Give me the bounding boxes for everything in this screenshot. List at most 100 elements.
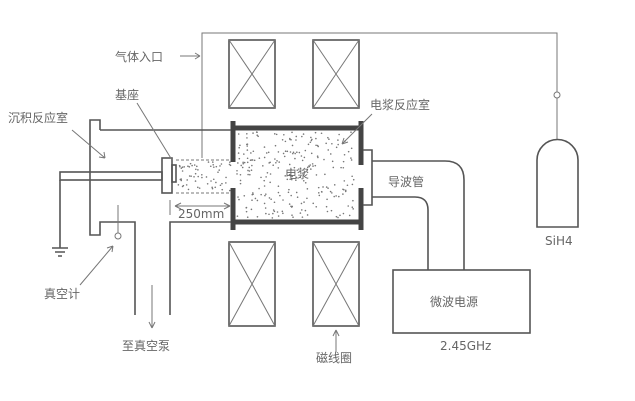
plasma-particle <box>182 184 185 187</box>
plasma-particle <box>292 151 295 154</box>
plasma-particle <box>301 135 303 138</box>
plasma-particle <box>238 198 240 201</box>
plasma-particle <box>188 166 191 168</box>
plasma-particle <box>247 173 249 176</box>
plasma-particle <box>351 183 354 186</box>
plasma-chamber-label: 电浆反应室 <box>370 97 430 112</box>
plasma-particle <box>276 211 279 213</box>
plasma-particle <box>237 196 239 198</box>
plasma-particle <box>289 178 291 181</box>
plasma-particle <box>286 178 289 181</box>
plasma-particle <box>250 152 252 154</box>
plasma-particle <box>212 161 214 163</box>
plasma-particle <box>274 144 277 147</box>
plasma-particle <box>284 150 287 152</box>
plasma-particle <box>177 184 180 186</box>
plasma-particle <box>290 205 292 208</box>
substrate-rod <box>59 171 163 181</box>
plasma-particle <box>293 166 296 169</box>
pump-arrow <box>148 285 156 329</box>
plasma-particle <box>201 176 203 179</box>
plasma-particle <box>257 135 259 138</box>
plasma-particle <box>309 164 312 166</box>
plasma-particle <box>300 155 303 157</box>
plasma-particle <box>270 198 272 200</box>
plasma-particle <box>315 174 318 176</box>
plasma-particle <box>263 202 266 205</box>
plasma-particle <box>304 209 307 212</box>
plasma-particle <box>333 184 336 186</box>
plasma-particle <box>265 152 268 154</box>
plasma-particle <box>304 149 307 152</box>
waveguide-label: 导波管 <box>388 174 424 189</box>
plasma-particle <box>342 166 345 169</box>
plasma-particle <box>214 186 217 189</box>
plasma-particle <box>245 210 248 213</box>
plasma-particle <box>317 145 320 148</box>
plasma-particle <box>236 215 239 217</box>
plasma-particle <box>304 181 307 184</box>
plasma-particle <box>308 165 310 167</box>
plasma-particle <box>237 152 240 154</box>
plasma-particle <box>331 160 334 163</box>
plasma-particle <box>248 170 251 172</box>
plasma-particle <box>271 217 274 219</box>
plasma-particle <box>303 201 305 203</box>
plasma-particle <box>250 208 253 211</box>
plasma-particle <box>275 133 278 136</box>
plasma-particle <box>312 202 315 205</box>
plasma-particle <box>286 150 289 153</box>
magnet-coil-label: 磁线圈 <box>316 350 352 365</box>
plasma-particle <box>219 165 221 167</box>
plasma-chamber <box>177 121 364 230</box>
plasma-particle <box>268 213 270 216</box>
plasma-particle <box>252 150 255 153</box>
plasma-particle <box>246 157 249 160</box>
plasma-particle <box>287 191 290 194</box>
plasma-particle <box>273 210 276 213</box>
plasma-particle <box>256 199 259 202</box>
plasma-particle <box>288 173 291 176</box>
plasma-particle <box>239 173 242 176</box>
plasma-particle <box>236 169 238 172</box>
plasma-particle <box>251 159 254 161</box>
magnet-coils <box>228 39 360 327</box>
plasma-particle <box>210 180 212 182</box>
plasma-chamber-arrow <box>341 113 373 145</box>
plasma-particle <box>306 169 309 171</box>
plasma-particle <box>198 187 201 189</box>
plasma-particle <box>314 131 317 134</box>
plasma-particle <box>340 166 342 169</box>
coil-top-left <box>228 39 276 109</box>
plasma-particle <box>296 151 298 154</box>
plasma-particle <box>290 178 293 181</box>
plasma-label: 电浆 <box>285 166 309 181</box>
plasma-particle <box>283 133 285 136</box>
plasma-particle <box>282 212 284 215</box>
plasma-particle <box>225 182 227 184</box>
plasma-particle <box>312 165 314 167</box>
plasma-particle <box>209 165 212 168</box>
plasma-particle <box>284 140 287 143</box>
plasma-particle <box>256 134 259 137</box>
plasma-particle <box>197 169 199 171</box>
plasma-particle <box>228 189 231 192</box>
plasma-particle <box>295 135 298 138</box>
plasma-particle <box>269 181 271 184</box>
microwave-source-label: 微波电源 <box>430 295 478 309</box>
plasma-particle <box>246 161 249 164</box>
plasma-particle <box>283 155 286 158</box>
plasma-particle <box>253 159 256 162</box>
plasma-particle <box>191 164 193 167</box>
plasma-particle <box>258 187 260 190</box>
plasma-particle <box>331 192 333 194</box>
plasma-particle <box>331 142 333 145</box>
plasma-particle <box>281 138 284 141</box>
plasma-particle <box>242 161 244 164</box>
plasma-particle <box>252 193 254 196</box>
plasma-particle <box>241 166 244 169</box>
plasma-particle <box>254 197 257 200</box>
plasma-particle <box>294 152 296 155</box>
plasma-particle <box>352 199 354 202</box>
plasma-particle <box>310 168 312 170</box>
